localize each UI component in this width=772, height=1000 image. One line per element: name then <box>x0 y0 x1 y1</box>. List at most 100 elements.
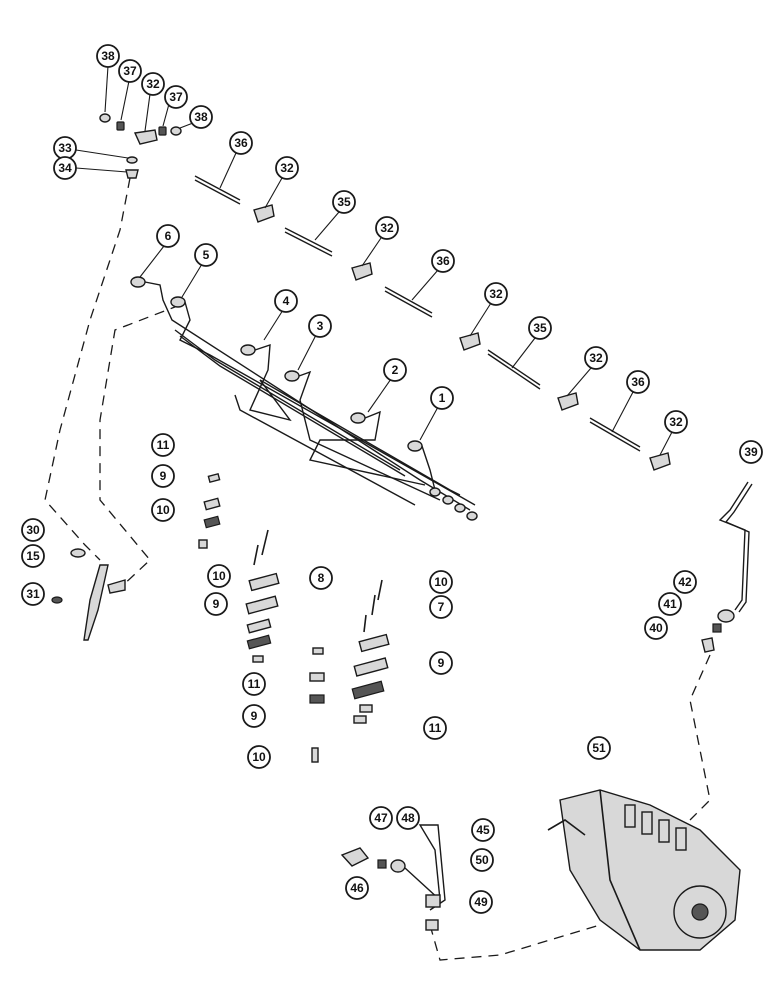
nut-6 <box>130 276 146 288</box>
callout-label: 31 <box>26 587 40 601</box>
callout-36-a: 36 <box>229 131 253 155</box>
callout-39: 39 <box>739 440 763 464</box>
injection-pump <box>547 789 741 951</box>
callout-45: 45 <box>471 818 495 842</box>
callout-label: 7 <box>438 600 445 614</box>
callout-32-d: 32 <box>584 346 608 370</box>
callout-label: 9 <box>251 709 258 723</box>
callout-34: 34 <box>53 156 77 180</box>
tee-32-e <box>649 452 671 471</box>
callout-41: 41 <box>658 592 682 616</box>
callout-33: 33 <box>53 136 77 160</box>
nut-4 <box>240 344 256 356</box>
callout-label: 1 <box>439 391 446 405</box>
elbow-46 <box>340 847 370 867</box>
callout-label: 34 <box>58 161 72 175</box>
callout-1: 1 <box>430 386 454 410</box>
callout-36-b: 36 <box>431 249 455 273</box>
callout-label: 32 <box>669 415 683 429</box>
clamp-hardware <box>198 472 390 763</box>
callout-label: 40 <box>649 621 663 635</box>
tee-32-upper <box>133 129 158 145</box>
callout-label: 4 <box>283 294 290 308</box>
callout-4: 4 <box>274 289 298 313</box>
callout-10-c: 10 <box>429 570 453 594</box>
fitting-40 <box>701 637 715 653</box>
callout-38-upper: 38 <box>96 44 120 68</box>
callout-31: 31 <box>21 582 45 606</box>
callout-label: 9 <box>438 656 445 670</box>
lower-fittings <box>340 824 446 931</box>
fitting-50 <box>425 894 441 908</box>
callout-label: 38 <box>101 49 115 63</box>
callout-46: 46 <box>345 876 369 900</box>
callout-label: 8 <box>318 571 325 585</box>
callout-35-b: 35 <box>528 316 552 340</box>
callout-32-a: 32 <box>275 156 299 180</box>
callout-label: 35 <box>337 195 351 209</box>
washer-47 <box>377 859 387 869</box>
nut-42 <box>717 609 735 623</box>
callout-37-right: 37 <box>164 85 188 109</box>
callout-label: 42 <box>678 575 692 589</box>
callout-label: 33 <box>58 141 72 155</box>
callout-32-c: 32 <box>484 282 508 306</box>
callout-label: 37 <box>123 64 137 78</box>
nut-48 <box>390 859 406 873</box>
callout-label: 11 <box>429 721 442 735</box>
callout-label: 32 <box>380 221 394 235</box>
callout-3: 3 <box>308 314 332 338</box>
nut-38-upper <box>99 113 111 123</box>
callout-label: 10 <box>212 569 226 583</box>
washer-37-upper <box>116 121 125 131</box>
callout-label: 38 <box>194 110 208 124</box>
callout-9-c: 9 <box>429 651 453 675</box>
callout-10-a: 10 <box>151 498 175 522</box>
dashed-flow-lines <box>44 177 711 961</box>
callout-11-a: 11 <box>151 433 175 457</box>
callout-label: 37 <box>169 90 183 104</box>
callout-label: 36 <box>234 136 248 150</box>
callout-32-upper: 32 <box>141 72 165 96</box>
tee-32-d <box>557 392 579 411</box>
callout-9-a: 9 <box>151 464 175 488</box>
callout-label: 15 <box>26 549 40 563</box>
callout-label: 32 <box>489 287 503 301</box>
washer-37-right <box>158 126 167 136</box>
callout-label: 11 <box>248 677 261 691</box>
injection-lines <box>130 276 478 521</box>
callout-label: 9 <box>160 469 167 483</box>
return-rail <box>194 175 671 471</box>
callout-11-c: 11 <box>423 716 447 740</box>
tee-32-c <box>459 332 481 351</box>
callout-48: 48 <box>396 806 420 830</box>
callout-label: 50 <box>475 853 489 867</box>
callout-label: 6 <box>165 229 172 243</box>
callout-label: 2 <box>392 363 399 377</box>
pipe-36-c <box>589 417 641 448</box>
callout-9-b: 9 <box>204 592 228 616</box>
callout-49: 49 <box>469 890 493 914</box>
callout-label: 10 <box>252 750 266 764</box>
injector-nozzle <box>51 548 126 641</box>
leak-off-pipe <box>701 481 753 653</box>
callout-label: 32 <box>280 161 294 175</box>
callout-label: 45 <box>476 823 490 837</box>
callout-label: 51 <box>592 741 606 755</box>
callout-40: 40 <box>644 616 668 640</box>
callout-label: 10 <box>156 503 170 517</box>
callout-label: 49 <box>474 895 488 909</box>
nut-2 <box>350 412 366 424</box>
callout-label: 3 <box>317 319 324 333</box>
callout-35-a: 35 <box>332 190 356 214</box>
callout-50: 50 <box>470 848 494 872</box>
callout-2: 2 <box>383 358 407 382</box>
callout-32-b: 32 <box>375 216 399 240</box>
nut-38-right <box>170 126 182 136</box>
callout-38-right: 38 <box>189 105 213 129</box>
sleeve-34 <box>125 169 139 179</box>
callout-10-d: 10 <box>247 745 271 769</box>
callout-30: 30 <box>21 518 45 542</box>
callout-label: 32 <box>146 77 160 91</box>
